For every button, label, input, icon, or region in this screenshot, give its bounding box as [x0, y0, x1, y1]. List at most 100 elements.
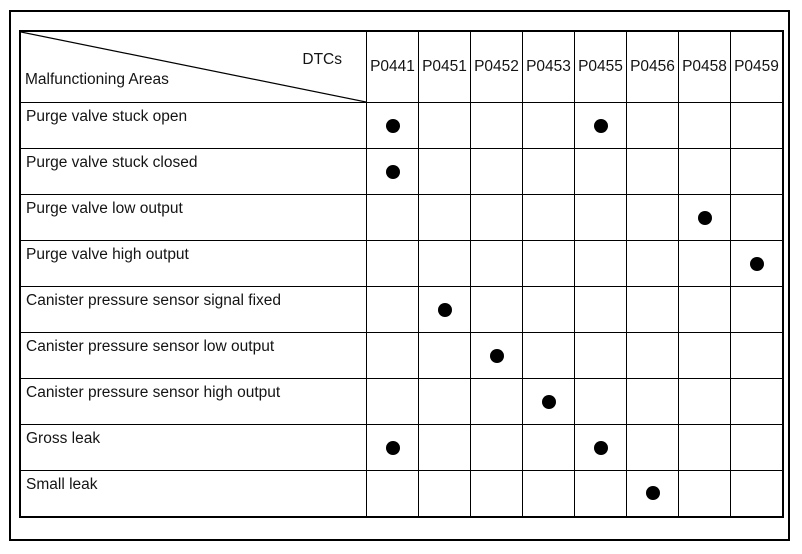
matrix-cell-p0459	[730, 470, 784, 517]
matrix-cell-p0455	[574, 194, 627, 241]
matrix-cell-p0459	[730, 332, 784, 379]
matrix-cell-p0453	[522, 194, 575, 241]
matrix-cell-p0458	[678, 286, 731, 333]
matrix-cell-p0441	[366, 470, 419, 517]
matrix-cell-p0452	[470, 332, 523, 379]
matrix-cell-p0441	[366, 286, 419, 333]
table-row: Purge valve stuck open	[19, 102, 784, 149]
matrix-cell-p0453	[522, 240, 575, 287]
matrix-cell-p0452	[470, 148, 523, 195]
dtc-column-header-p0455: P0455	[574, 30, 627, 103]
matrix-cell-p0451	[418, 470, 471, 517]
matrix-cell-p0455	[574, 240, 627, 287]
matrix-cell-p0441	[366, 332, 419, 379]
dtc-marker-dot	[593, 440, 608, 455]
matrix-cell-p0452	[470, 194, 523, 241]
matrix-cell-p0453	[522, 378, 575, 425]
malfunctioning-area-label: Gross leak	[19, 424, 367, 471]
matrix-cell-p0441	[366, 240, 419, 287]
matrix-cell-p0455	[574, 470, 627, 517]
matrix-cell-p0458	[678, 378, 731, 425]
matrix-cell-p0455	[574, 148, 627, 195]
dtc-marker-dot	[385, 118, 400, 133]
dtc-column-header-p0451: P0451	[418, 30, 471, 103]
dtc-marker-dot	[593, 118, 608, 133]
table-row: Purge valve high output	[19, 240, 784, 287]
matrix-cell-p0459	[730, 286, 784, 333]
dtc-marker-dot	[645, 486, 660, 501]
matrix-cell-p0459	[730, 424, 784, 471]
dtc-column-header-p0441: P0441	[366, 30, 419, 103]
matrix-cell-p0456	[626, 286, 679, 333]
diagonal-divider-line	[21, 32, 366, 102]
dtcs-header-label: DTCs	[302, 51, 342, 68]
matrix-cell-p0453	[522, 332, 575, 379]
matrix-cell-p0456	[626, 102, 679, 149]
table-row: Small leak	[19, 470, 784, 517]
dtc-column-header-p0453: P0453	[522, 30, 575, 103]
matrix-cell-p0452	[470, 240, 523, 287]
matrix-cell-p0451	[418, 194, 471, 241]
matrix-cell-p0456	[626, 148, 679, 195]
outer-frame	[9, 10, 790, 541]
table-row: Gross leak	[19, 424, 784, 471]
dtc-column-header-p0459: P0459	[730, 30, 784, 103]
malfunctioning-area-label: Canister pressure sensor signal fixed	[19, 286, 367, 333]
matrix-cell-p0453	[522, 424, 575, 471]
dtc-marker-dot	[749, 256, 764, 271]
matrix-cell-p0455	[574, 378, 627, 425]
matrix-cell-p0458	[678, 194, 731, 241]
matrix-cell-p0458	[678, 332, 731, 379]
matrix-cell-p0456	[626, 240, 679, 287]
dtc-column-header-p0452: P0452	[470, 30, 523, 103]
matrix-cell-p0458	[678, 102, 731, 149]
matrix-cell-p0451	[418, 240, 471, 287]
matrix-cell-p0451	[418, 102, 471, 149]
matrix-cell-p0459	[730, 378, 784, 425]
matrix-cell-p0451	[418, 286, 471, 333]
matrix-cell-p0453	[522, 286, 575, 333]
matrix-cell-p0441	[366, 102, 419, 149]
table-row: Purge valve stuck closed	[19, 148, 784, 195]
malfunctioning-area-label: Small leak	[19, 470, 367, 517]
matrix-cell-p0455	[574, 424, 627, 471]
matrix-cell-p0456	[626, 332, 679, 379]
table-row: Purge valve low output	[19, 194, 784, 241]
malfunctioning-area-label: Purge valve high output	[19, 240, 367, 287]
corner-header-cell: DTCs Malfunctioning Areas	[19, 30, 367, 103]
matrix-cell-p0458	[678, 148, 731, 195]
table-row: Canister pressure sensor low output	[19, 332, 784, 379]
matrix-cell-p0453	[522, 102, 575, 149]
dtc-marker-dot	[541, 394, 556, 409]
dtc-marker-dot	[385, 164, 400, 179]
matrix-cell-p0456	[626, 470, 679, 517]
table-row: Canister pressure sensor signal fixed	[19, 286, 784, 333]
matrix-cell-p0456	[626, 378, 679, 425]
table-row: Canister pressure sensor high output	[19, 378, 784, 425]
matrix-cell-p0441	[366, 378, 419, 425]
matrix-cell-p0451	[418, 378, 471, 425]
matrix-cell-p0452	[470, 378, 523, 425]
matrix-cell-p0452	[470, 424, 523, 471]
matrix-cell-p0452	[470, 102, 523, 149]
malfunctioning-area-label: Purge valve low output	[19, 194, 367, 241]
dtc-marker-dot	[385, 440, 400, 455]
matrix-cell-p0459	[730, 148, 784, 195]
malfunctioning-area-label: Purge valve stuck closed	[19, 148, 367, 195]
matrix-cell-p0451	[418, 148, 471, 195]
malfunctioning-area-label: Canister pressure sensor low output	[19, 332, 367, 379]
matrix-cell-p0441	[366, 424, 419, 471]
matrix-cell-p0455	[574, 102, 627, 149]
matrix-cell-p0459	[730, 240, 784, 287]
dtc-column-header-p0456: P0456	[626, 30, 679, 103]
matrix-cell-p0455	[574, 332, 627, 379]
matrix-cell-p0451	[418, 424, 471, 471]
matrix-cell-p0441	[366, 148, 419, 195]
matrix-cell-p0459	[730, 102, 784, 149]
matrix-cell-p0459	[730, 194, 784, 241]
dtc-marker-dot	[437, 302, 452, 317]
matrix-cell-p0452	[470, 470, 523, 517]
